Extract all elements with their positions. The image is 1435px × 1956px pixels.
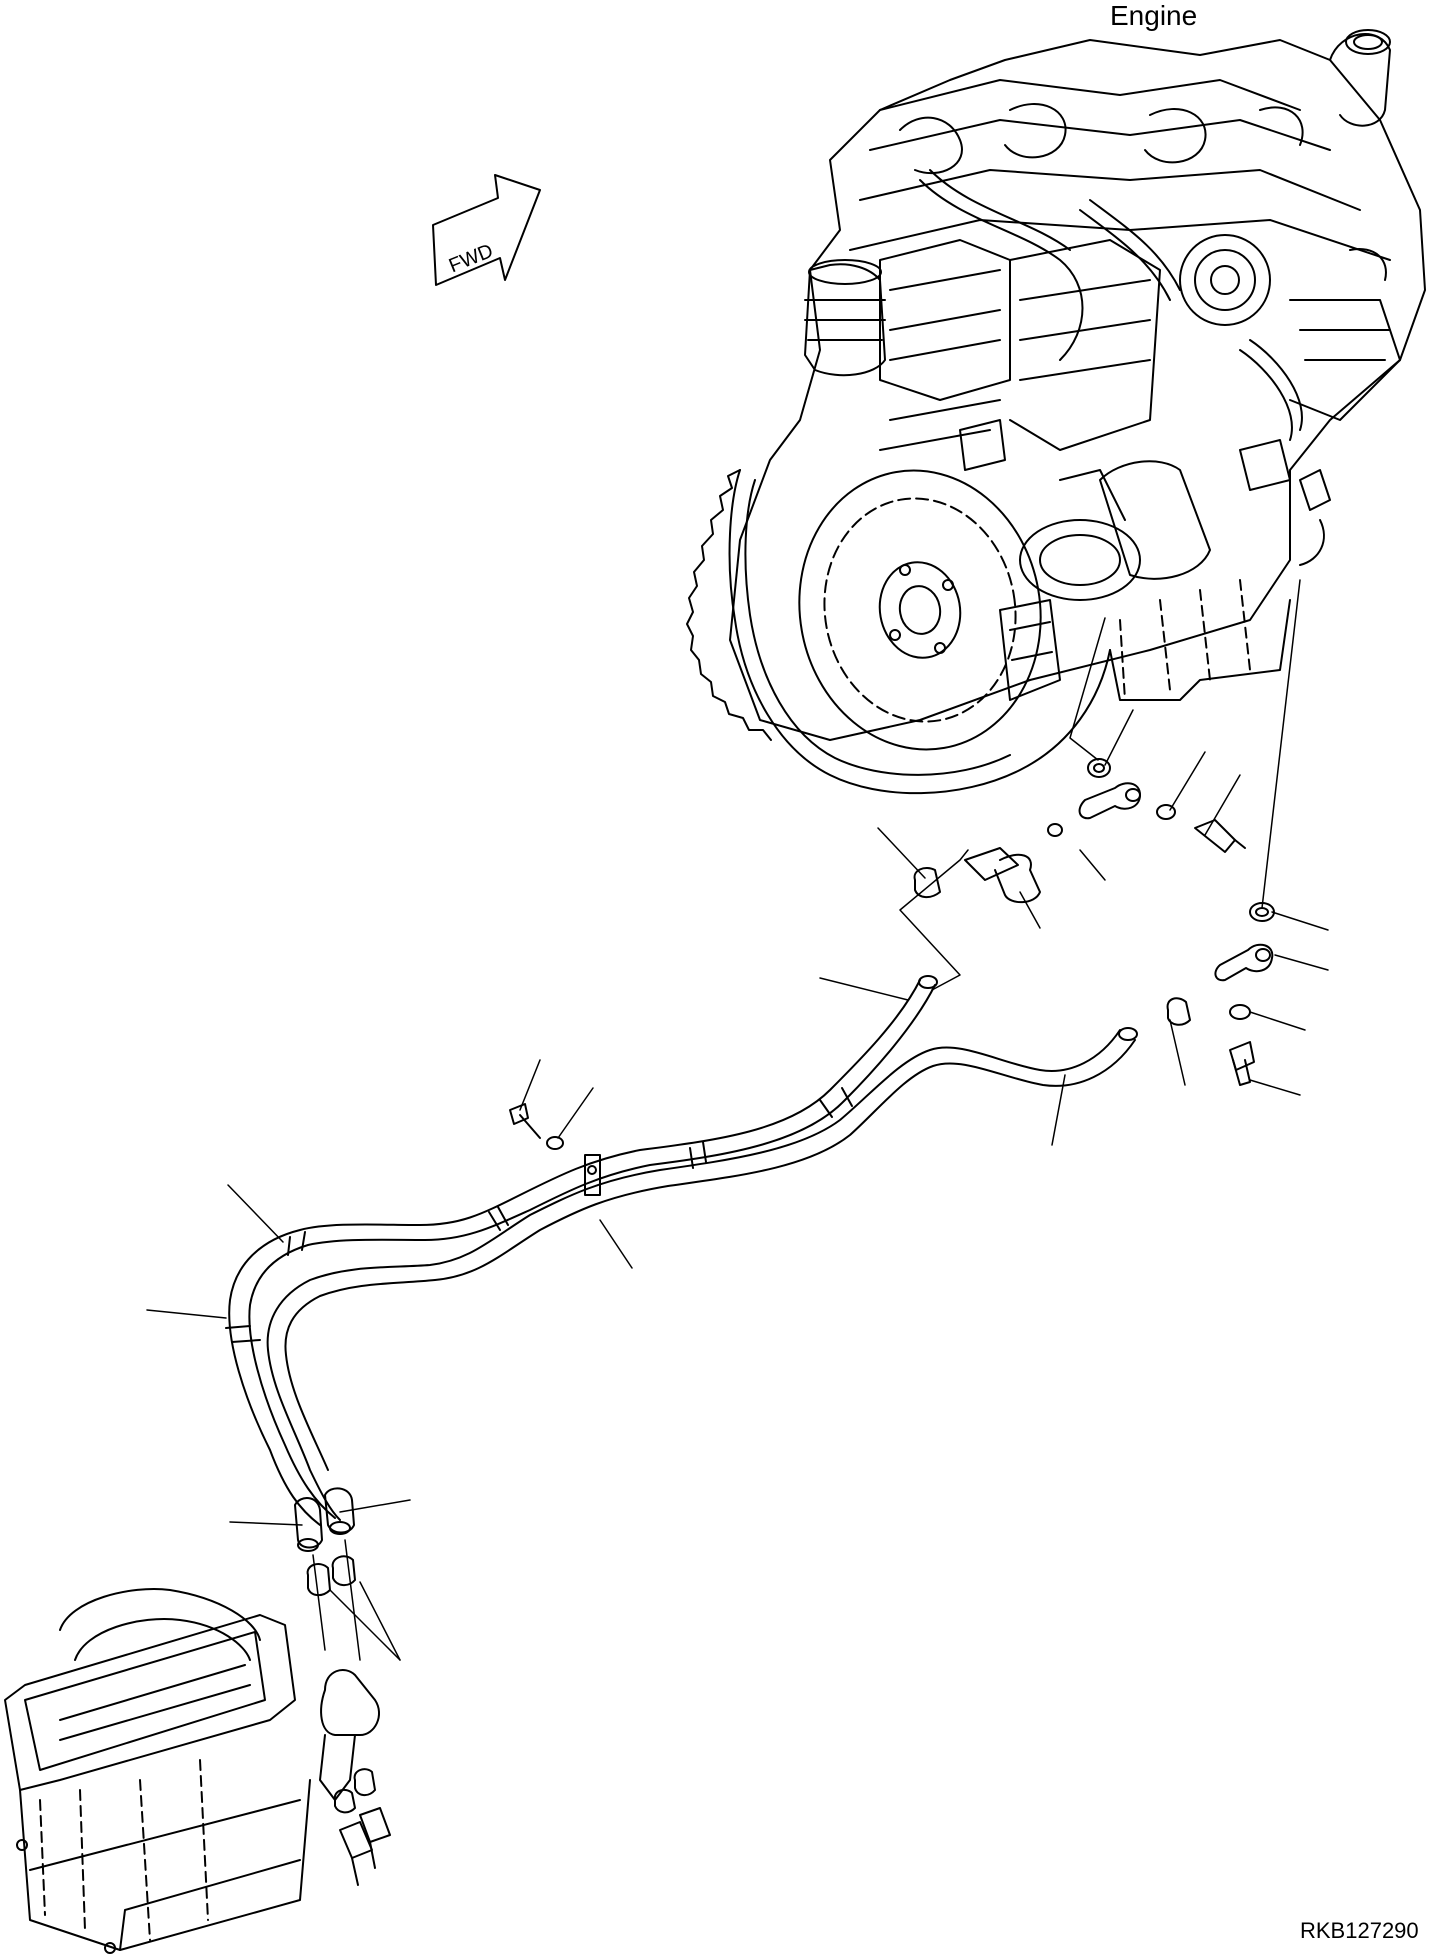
fwd-arrow-icon [433,175,540,285]
engine-illustration [687,30,1425,793]
heater-hoses [226,976,1137,1660]
heater-unit-illustration [5,1589,390,1953]
engine-port-fittings [900,580,1300,1085]
fwd-arrow-label: FWD [446,240,496,277]
callout-leader-lines [147,710,1328,1660]
engine-label: Engine [1110,0,1198,31]
drawing-number: RKB127290 [1300,1918,1419,1943]
